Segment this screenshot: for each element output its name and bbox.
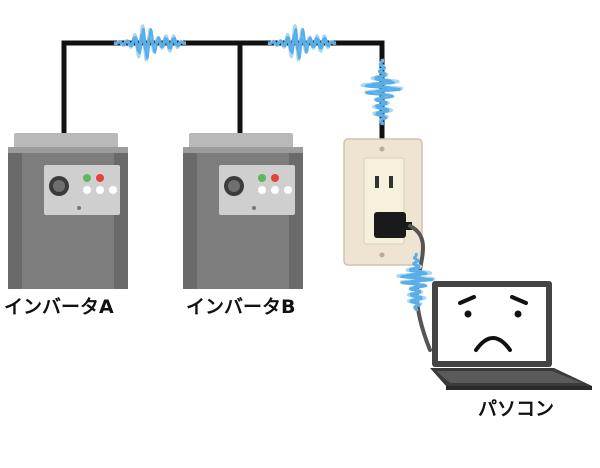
noise-wave-icon: [360, 58, 403, 126]
noise-wave-icon: [113, 24, 187, 62]
noise-wave-icon: [396, 252, 436, 312]
pc-label: パソコン: [478, 398, 555, 420]
noise-wave-stroke: [267, 33, 336, 52]
inverter-b: [183, 133, 303, 289]
noise-wave-stroke: [113, 33, 186, 52]
inverter-icon: [183, 133, 303, 289]
noise-layer: [113, 24, 436, 312]
inverter-b-label: インバータB: [186, 296, 296, 318]
wall-outlet: [343, 138, 423, 266]
laptop: [430, 281, 592, 390]
noise-wave-icon: [267, 24, 337, 62]
noise-wave-stroke: [371, 58, 393, 126]
sad-face-icon: [458, 295, 528, 352]
inverter-a: [8, 133, 128, 289]
wall-outlet-icon: [343, 138, 423, 266]
noise-wave-stroke: [405, 252, 426, 312]
inverter-a-label: インバータA: [4, 296, 114, 318]
laptop-icon: [430, 281, 592, 390]
inverter-icon: [8, 133, 128, 289]
